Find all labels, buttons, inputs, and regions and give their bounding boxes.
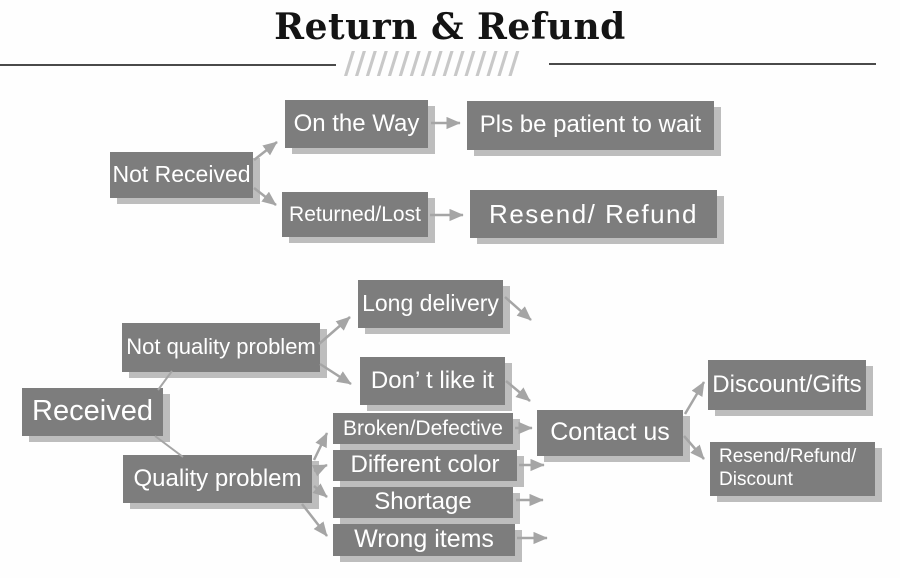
- node-received: Received: [22, 388, 163, 436]
- node-resend-refund-discount: Resend/Refund/ Discount: [710, 442, 875, 496]
- node-not-quality-problem: Not quality problem: [122, 323, 320, 372]
- node-long-delivery: Long delivery: [358, 280, 503, 328]
- node-shortage: Shortage: [333, 487, 513, 518]
- node-pls-be-patient: Pls be patient to wait: [467, 101, 714, 150]
- title-rule-left: [0, 64, 336, 66]
- edge-quality-to-different-color: [311, 463, 328, 477]
- edge-received-to-quality-problem: [154, 435, 184, 458]
- edge-not-quality-to-dont-like-it: [319, 362, 352, 386]
- node-resend-refund-discount-line1: Resend/Refund/: [719, 446, 857, 468]
- edge-not-quality-to-long-delivery: [318, 316, 351, 345]
- node-on-the-way: On the Way: [285, 100, 428, 148]
- node-resend-refund-discount-line2: Discount: [719, 469, 793, 490]
- edge-contact-us-to-resend-refund-discount: [683, 435, 705, 460]
- edge-not-received-to-on-the-way: [253, 141, 278, 161]
- title-rule-right: [549, 63, 876, 65]
- edge-long-delivery-to-contact-us: [504, 296, 532, 321]
- edge-quality-to-broken-defective: [312, 432, 329, 461]
- edge-quality-to-wrong-items: [301, 503, 328, 537]
- node-not-received: Not Received: [110, 152, 253, 198]
- node-quality-problem: Quality problem: [123, 455, 312, 503]
- node-wrong-items: Wrong items: [333, 524, 515, 556]
- node-resend-refund: Resend/ Refund: [470, 190, 717, 238]
- edge-quality-to-shortage: [312, 483, 328, 498]
- title-row: Return & Refund: [0, 6, 900, 48]
- node-different-color: Different color: [333, 450, 517, 481]
- node-broken-defective: Broken/Defective: [333, 413, 513, 444]
- node-returned-lost: Returned/Lost: [282, 192, 428, 237]
- edge-dont-like-it-to-contact-us: [505, 380, 531, 402]
- node-contact-us: Contact us: [537, 410, 683, 456]
- edge-contact-us-to-discount-gifts: [683, 381, 706, 415]
- page-title: Return & Refund: [274, 6, 626, 48]
- edge-not-received-to-returned-lost: [253, 187, 277, 206]
- node-discount-gifts: Discount/Gifts: [708, 360, 866, 410]
- title-hatch-decoration: ////////////////: [344, 46, 520, 81]
- node-dont-like-it: Don’ t like it: [360, 357, 505, 405]
